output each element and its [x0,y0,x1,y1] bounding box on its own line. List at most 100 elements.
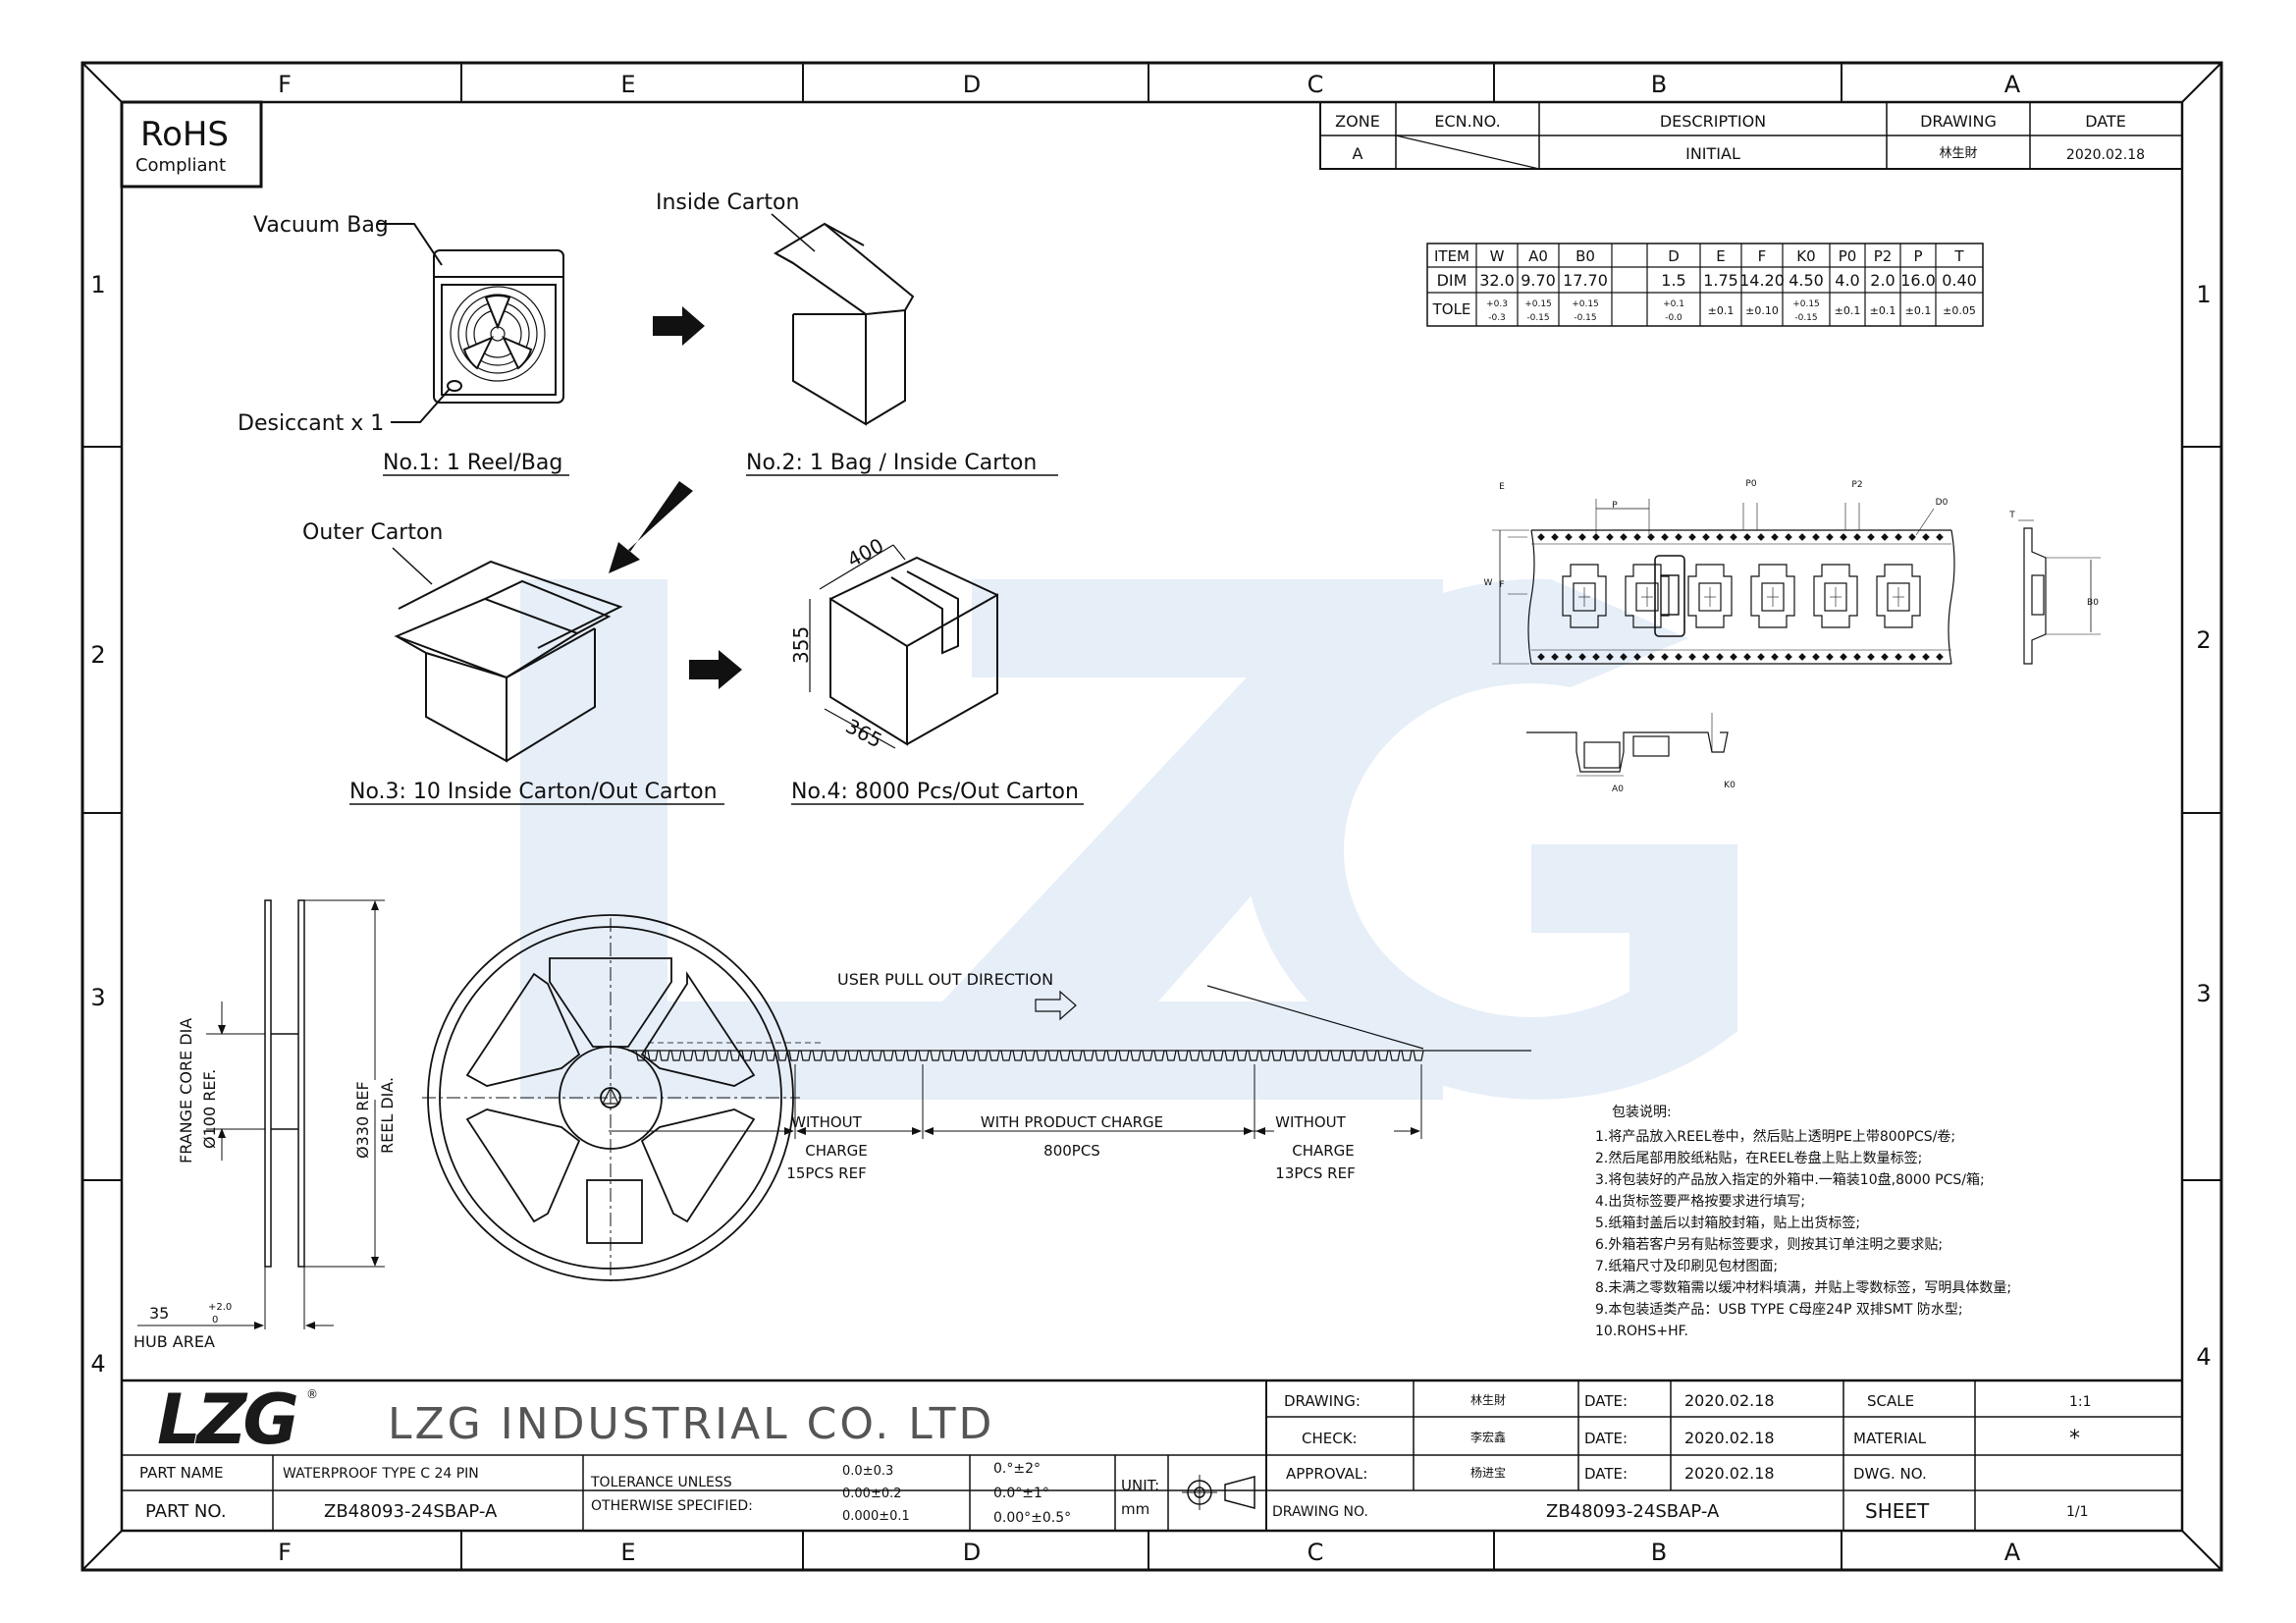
dim-table-value: 9.70 [1521,271,1556,290]
rev-header-drawing: DRAWING [1920,112,1997,131]
inside-carton-label: Inside Carton [656,190,799,215]
sheet-value: 1/1 [2066,1504,2089,1520]
tape-label-d0: D0 [1936,498,1949,508]
dim-table-tolerance: -0.3 [1488,313,1506,323]
part-no-label: PART NO. [145,1501,227,1522]
approval-label: APPROVAL: [1286,1465,1367,1483]
lzg-logo-text: LZG [157,1380,296,1460]
zone-top: E [620,71,635,98]
dim-table-header: K0 [1796,247,1815,265]
check-label: CHECK: [1302,1430,1358,1447]
dim-table-header: E [1716,247,1725,265]
pull-direction-arrow-icon [1035,990,1077,1021]
dim-table-value: 1.75 [1703,271,1738,290]
scale-label: SCALE [1867,1392,1914,1410]
tape-label-p2: P2 [1851,480,1862,490]
tape-label-a0: A0 [1612,784,1624,794]
zone-right: 3 [2196,980,2211,1007]
revision-block: ZONE ECN.NO. DESCRIPTION DRAWING DATE A … [1319,101,2183,170]
date-label-3: DATE: [1584,1465,1628,1483]
desiccant-label: Desiccant x 1 [238,411,384,436]
material-value: * [2069,1427,2080,1451]
box-dim-355: 355 [789,626,813,664]
zone-left: 2 [90,641,105,669]
tol-ang-2: 0.0°±1° [993,1486,1049,1501]
rev-drawer: 林生財 [1939,146,1977,161]
dim-table-header: F [1758,247,1767,265]
drawing-no-label: DRAWING NO. [1272,1504,1368,1520]
box-dim-400: 400 [843,533,887,571]
without-charge-2-c: 13PCS REF [1275,1164,1355,1182]
step3-caption: No.3: 10 Inside Carton/Out Carton [349,780,718,804]
tape-label-b0: B0 [2087,598,2099,608]
note-line: 6.外箱若客户另有贴标签要求，则按其订单注明之要求贴; [1595,1236,1943,1253]
dim-table-value: 4.50 [1789,271,1824,290]
drawing-no-value: ZB48093-24SBAP-A [1546,1501,1720,1522]
reel-front-view [422,914,800,1281]
approval-name: 杨进宝 [1470,1465,1506,1480]
lzg-logo: LZG ® [157,1380,318,1460]
rev-zone: A [1353,144,1363,163]
dim-table-tolerance: +0.15 [1792,299,1820,309]
dim-table-value: 1.5 [1661,271,1685,290]
dim-table-tolerance: ±0.1 [1835,304,1861,317]
tol-ang-1: 0.°±2° [993,1461,1041,1477]
zone-right: 1 [2196,281,2211,308]
step-arrow-icon [653,306,705,346]
dwg-no-label: DWG. NO. [1853,1465,1927,1483]
without-charge-1-a: WITHOUT [791,1113,862,1131]
zone-bottom: F [278,1539,292,1566]
dim-table-tolerance: ±0.05 [1943,304,1976,317]
dim-table-header: W [1490,247,1505,265]
zone-top: A [2004,71,2021,98]
without-charge-2-b: CHARGE [1292,1142,1355,1160]
sheet-frame [80,61,2223,1572]
note-line: 7.纸箱尺寸及印刷见包材图面; [1595,1259,1778,1274]
unit-value: mm [1121,1500,1149,1518]
dim-table-tolerance: ±0.1 [1708,304,1735,317]
part-no-value: ZB48093-24SBAP-A [324,1501,498,1522]
tape-label-f: F [1499,580,1504,590]
rev-description: INITIAL [1685,144,1740,163]
dim-table-value: 14.20 [1739,271,1785,290]
date-value-3: 2020.02.18 [1684,1464,1775,1483]
box-dim-365: 365 [842,714,886,752]
reel-tape [628,985,1531,1061]
dim-table-tolerance: ±0.10 [1745,304,1779,317]
with-product-count: 800PCS [1043,1142,1100,1160]
dim-table-tolerance: +0.3 [1486,299,1508,309]
scale-value: 1:1 [2069,1394,2092,1410]
note-line: 3.将包装好的产品放入指定的外箱中.一箱装10盘,8000 PCS/箱; [1595,1171,1985,1188]
zone-bottom: C [1308,1539,1324,1566]
outer-carton-label: Outer Carton [302,520,443,545]
dim-table-value: 17.70 [1563,271,1608,290]
dim-table-tolerance: ±0.1 [1905,304,1932,317]
dim-table-tolerance: +0.1 [1663,299,1684,309]
zone-top: C [1308,71,1324,98]
tolerance-line2: OTHERWISE SPECIFIED: [591,1498,753,1514]
hub-value: 35 [149,1304,169,1323]
frange-core-dia: Ø100 REF. [200,1069,219,1149]
dim-table-tolerance: -0.15 [1574,313,1596,323]
rev-header-ecn: ECN.NO. [1434,112,1500,131]
hub-tol-minus: 0 [212,1315,218,1325]
dim-table-header: A0 [1528,247,1548,265]
rohs-title: RoHS [140,115,229,154]
tape-label-p: P [1612,501,1618,511]
zone-left: 4 [90,1350,105,1378]
step-arrow-icon [609,481,693,573]
tape-dimension-table: ITEMDIMTOLEW32.0+0.3-0.3A09.70+0.15-0.15… [1426,243,1984,327]
tape-label-e: E [1499,482,1505,492]
dim-table-header: B0 [1575,247,1595,265]
part-name-value: WATERPROOF TYPE C 24 PIN [283,1466,479,1482]
zone-left: 1 [90,271,105,298]
step-arrow-icon [689,650,742,689]
carrier-tape-view [1492,499,2101,777]
tol-lin-2: 0.00±0.2 [842,1487,902,1501]
step4-caption: No.4: 8000 Pcs/Out Carton [791,780,1079,804]
tape-label-p0: P0 [1745,479,1756,489]
dim-table-value: 16.0 [1900,271,1936,290]
rohs-subtitle: Compliant [135,155,226,176]
dim-table-tolerance: -0.15 [1526,313,1549,323]
